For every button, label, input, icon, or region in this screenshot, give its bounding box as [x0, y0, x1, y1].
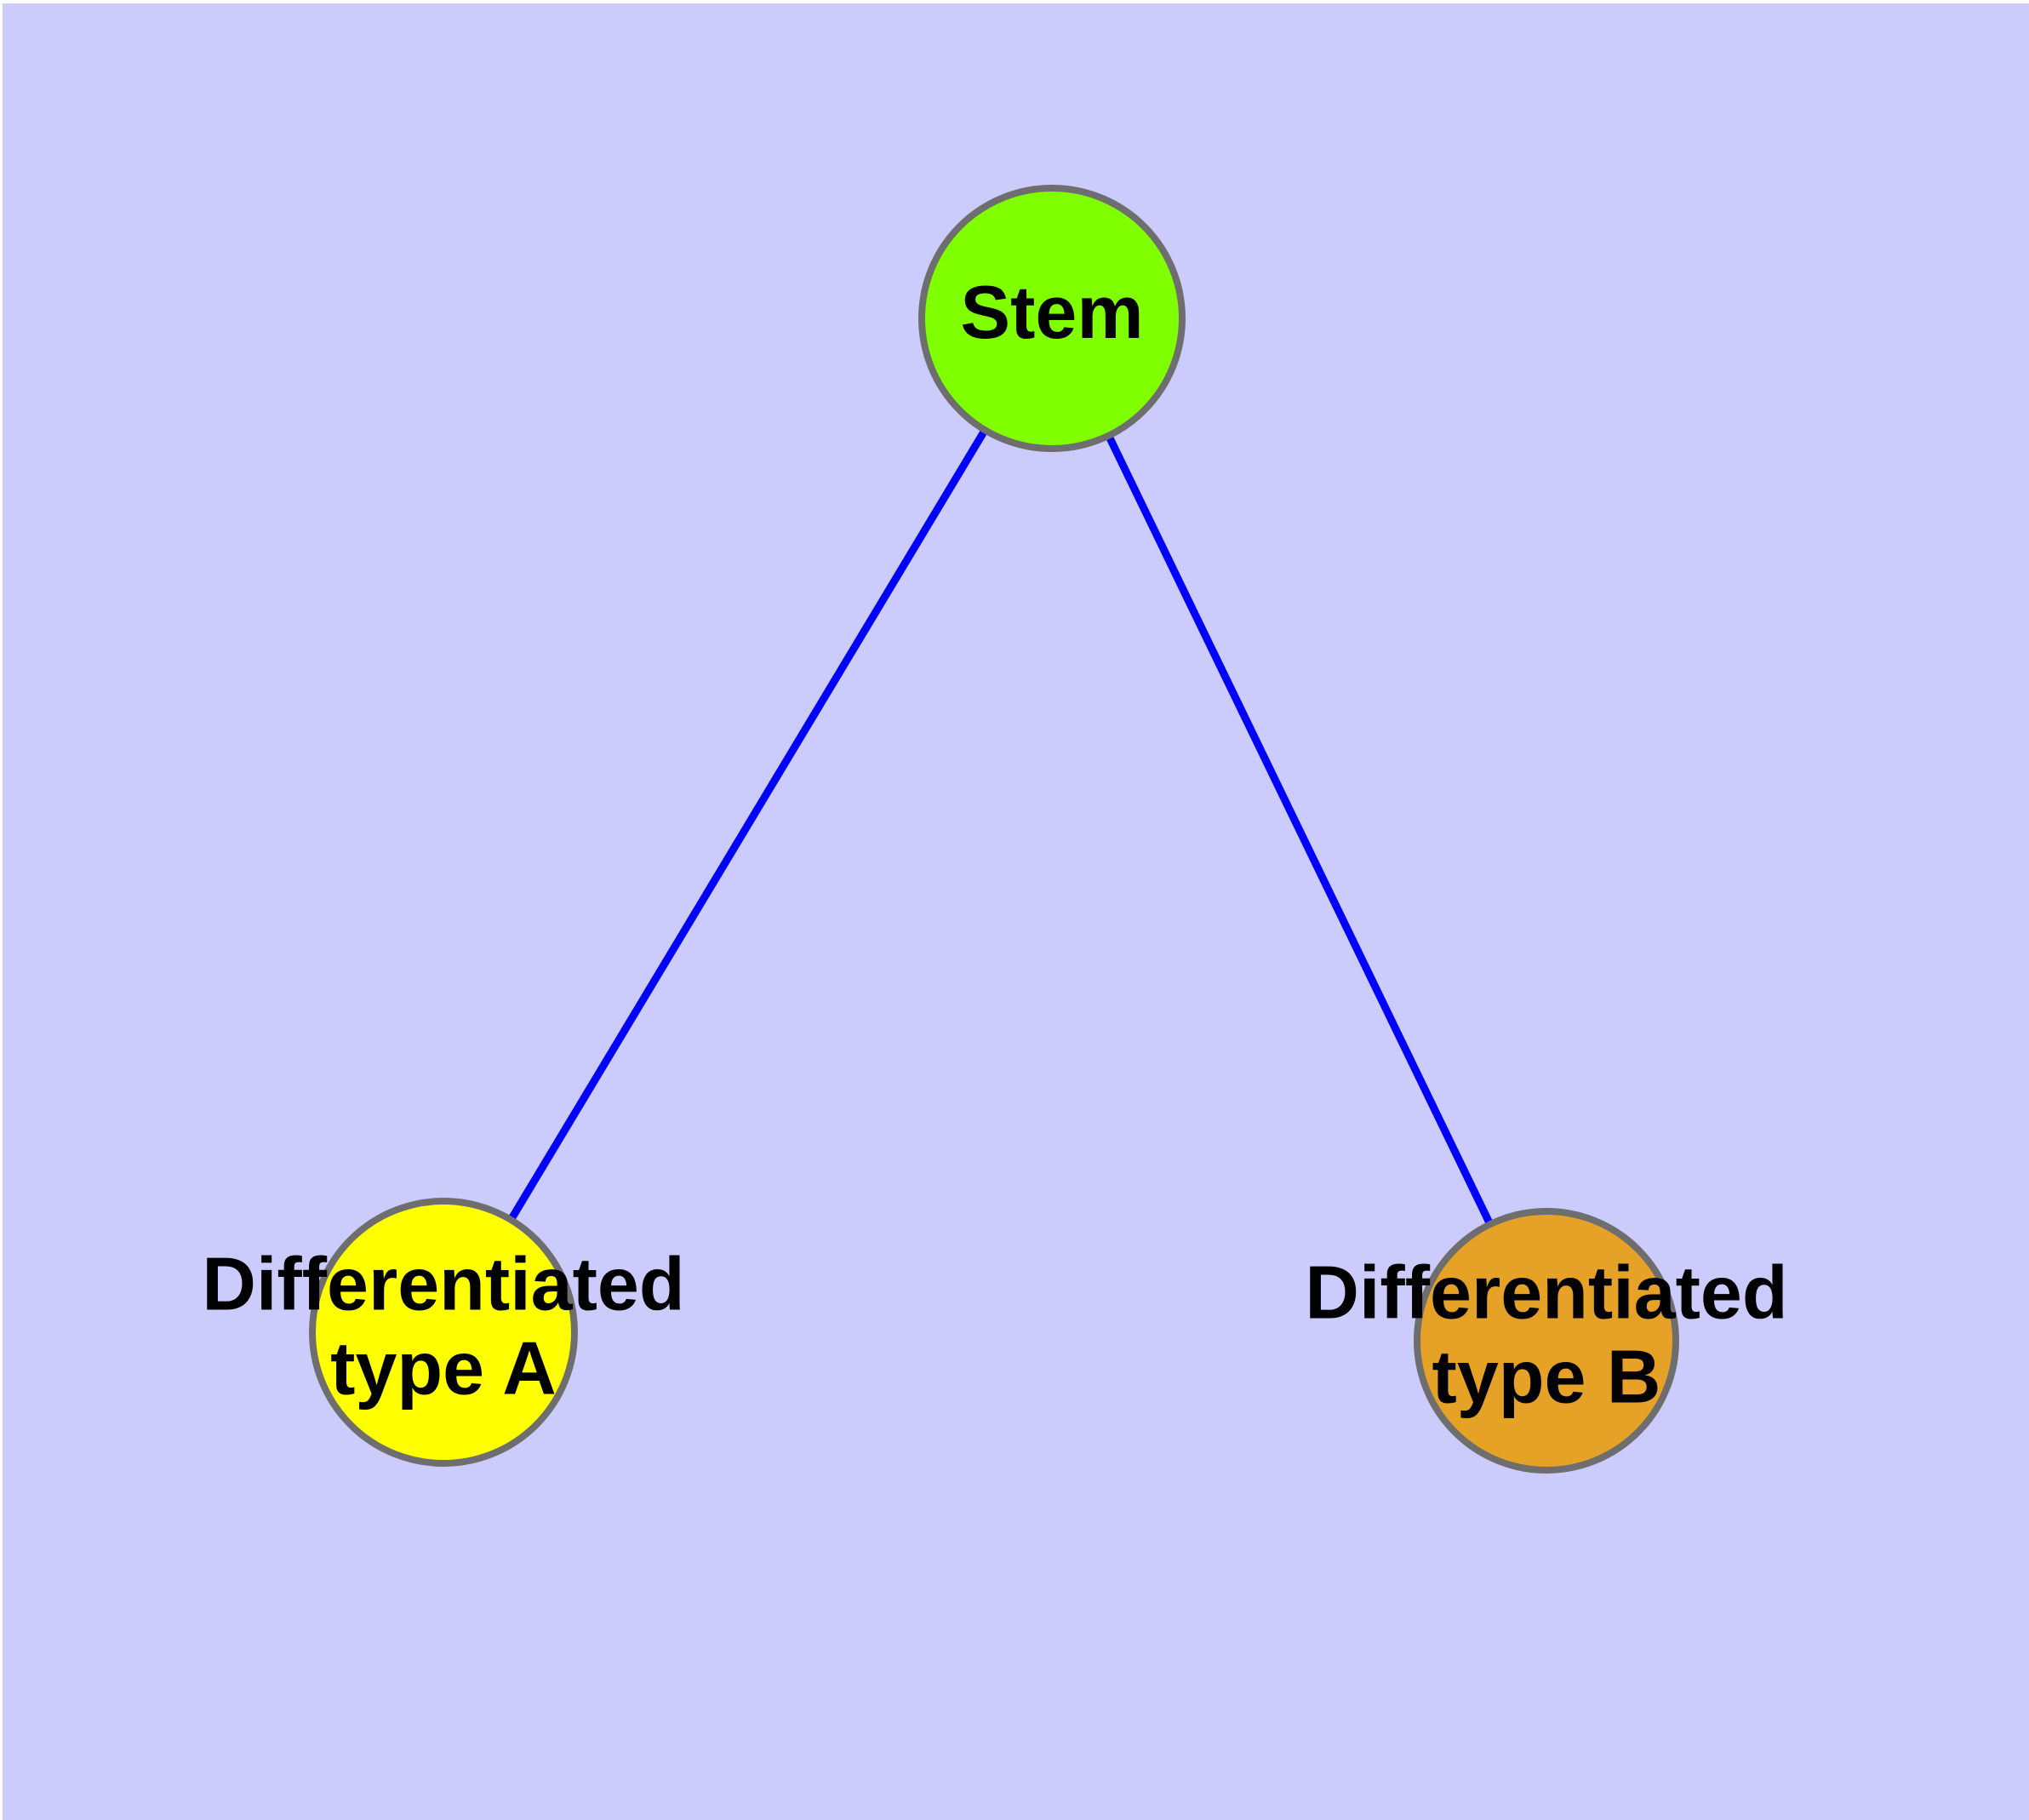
node-stem[interactable]: Stem: [918, 185, 1186, 452]
edge-layer: [440, 316, 1551, 1342]
node-differentiated-type-a-circle[interactable]: [309, 1198, 578, 1467]
node-stem-circle[interactable]: [918, 185, 1186, 452]
node-differentiated-type-b-circle[interactable]: [1414, 1208, 1679, 1474]
edge-stem-to-diff-b[interactable]: [1048, 317, 1551, 1342]
node-stem-label: Stem: [960, 270, 1143, 354]
edge-stem-to-diff-a[interactable]: [440, 316, 1055, 1335]
